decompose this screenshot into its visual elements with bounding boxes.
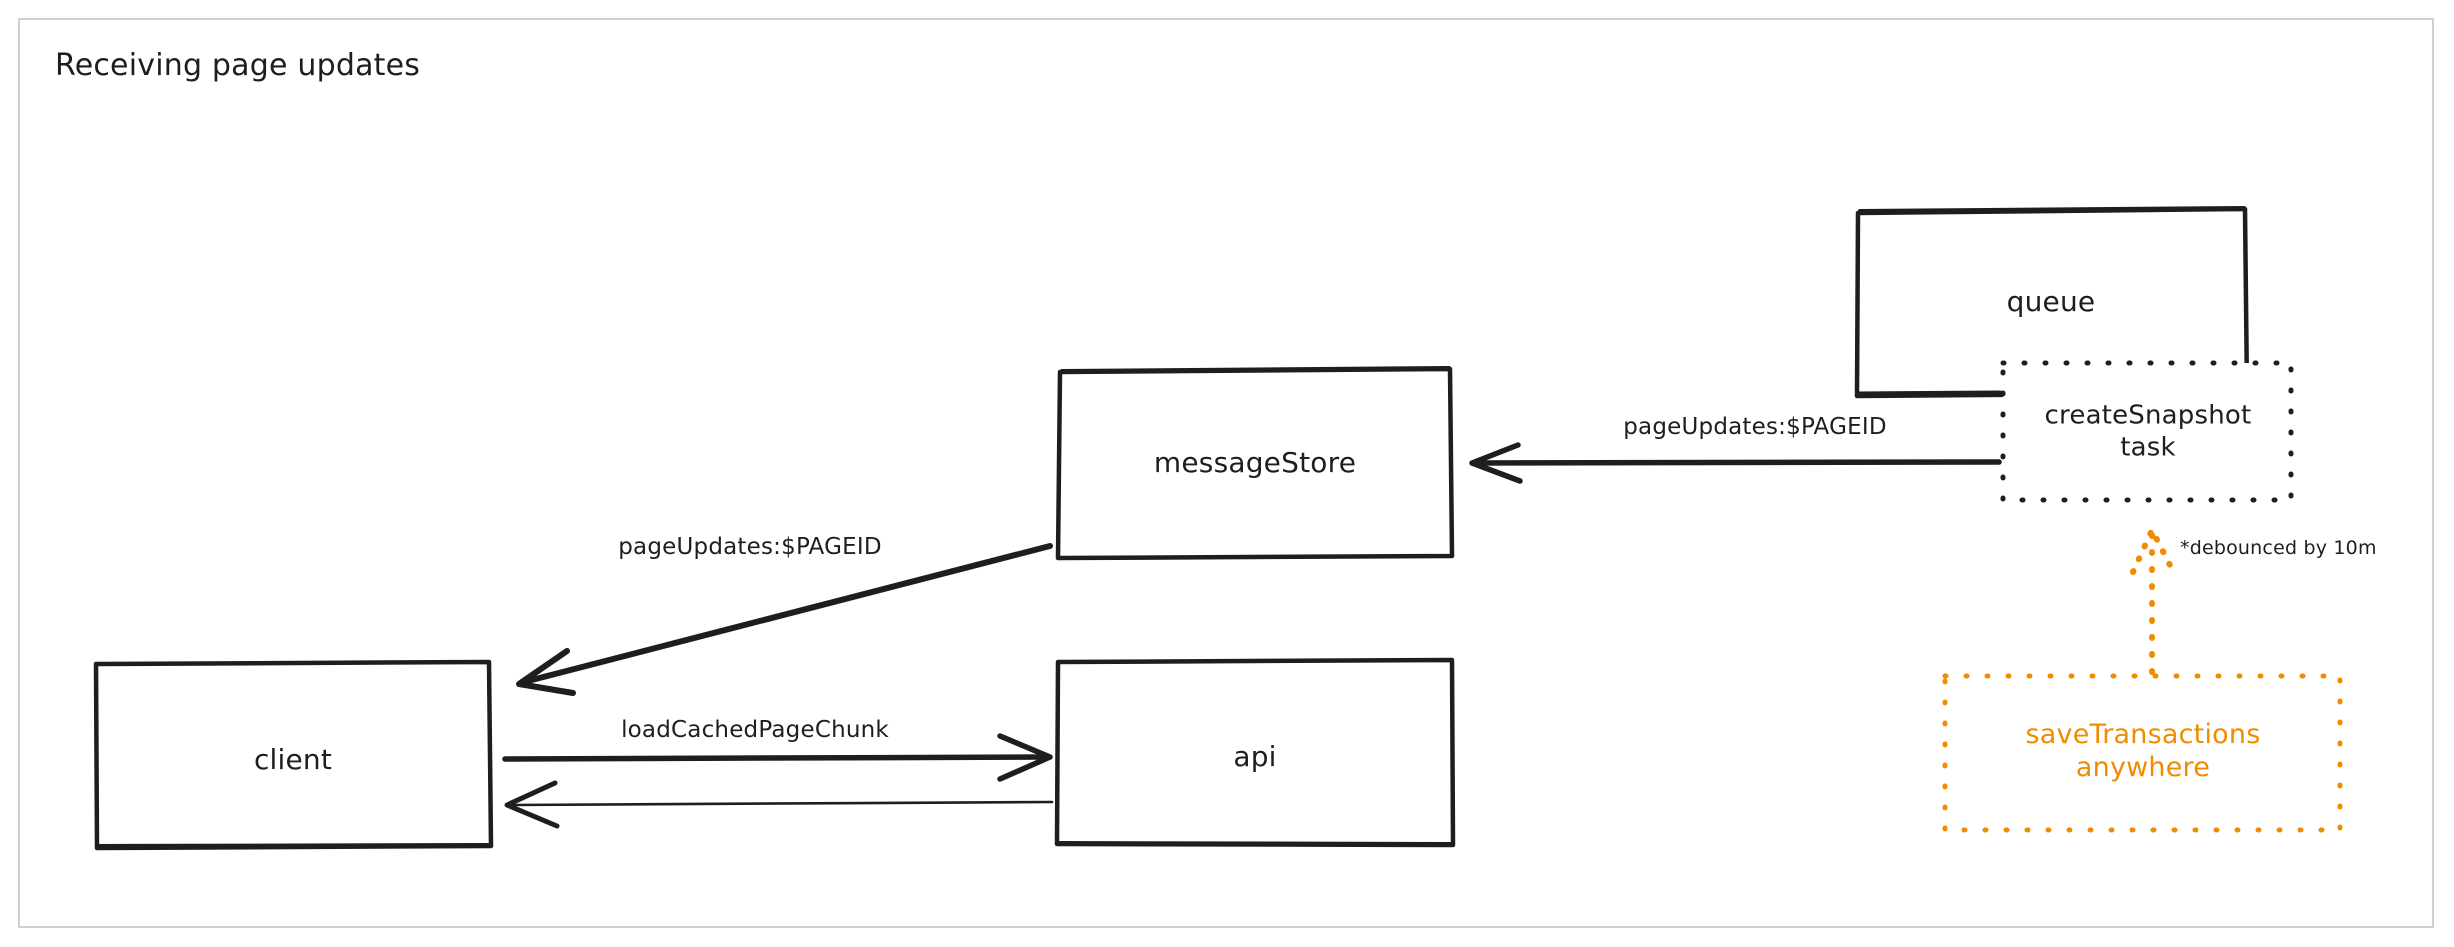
savetransactions-snapshot-arrowhead <box>2130 527 2176 575</box>
messagestore-box-top-stroke <box>1060 366 1451 373</box>
queue-box-top-stroke <box>1858 206 2246 213</box>
client-box-outline <box>93 659 494 851</box>
createsnapshot-box-outline <box>2000 360 2294 503</box>
edge-label-client-to-api: loadCachedPageChunk <box>621 717 889 743</box>
savetransactions-line-2: anywhere <box>2075 752 2211 783</box>
api-client-line <box>510 800 1054 807</box>
node-label-messagestore: messageStore <box>1153 445 1357 479</box>
node-label-api: api <box>1233 739 1277 773</box>
edge-client-to-api[interactable] <box>502 733 1053 782</box>
edge-label-snapshot-to-messagestore: pageUpdates:$PAGEID <box>1623 414 1887 440</box>
node-savetransactions[interactable] <box>1942 673 2343 833</box>
annotation-debounce-note: *debounced by 10m <box>2180 537 2377 559</box>
api-client-arrowhead <box>504 780 560 829</box>
savetransactions-line-1: saveTransactions <box>2025 719 2261 751</box>
edge-label-messagestore-to-client: pageUpdates:$PAGEID <box>618 534 882 560</box>
node-api[interactable] <box>1054 657 1456 848</box>
edge-api-to-client[interactable] <box>504 780 1054 829</box>
api-box-shadow-stroke <box>1058 841 1452 846</box>
createsnapshot-line-2: task <box>2120 432 2176 462</box>
page-title: Receiving page updates <box>55 48 421 83</box>
snapshot-messagestore-line <box>1473 459 2002 466</box>
edge-snapshot-to-messagestore[interactable] <box>1469 442 2002 484</box>
edge-messagestore-to-client[interactable] <box>516 543 1053 696</box>
createsnapshot-line-1: createSnapshot <box>2044 400 2252 431</box>
node-label-queue: queue <box>2006 284 2096 318</box>
messagestore-client-line <box>521 543 1053 685</box>
node-messagestore[interactable] <box>1055 366 1455 561</box>
api-box-outline <box>1054 657 1456 848</box>
node-label-client: client <box>253 742 333 776</box>
node-client[interactable] <box>93 659 494 851</box>
snapshot-messagestore-arrowhead <box>1469 442 1523 484</box>
edge-savetransactions-to-snapshot[interactable] <box>2130 527 2176 675</box>
queue-box-bottom-stroke <box>1856 390 2003 397</box>
client-api-line <box>502 754 1049 762</box>
messagestore-client-arrowhead <box>516 648 576 696</box>
savetransactions-box-outline <box>1942 673 2343 833</box>
node-createsnapshot[interactable] <box>2000 360 2294 503</box>
client-api-arrowhead <box>997 733 1053 782</box>
createsnapshot-box-fill <box>2003 363 2291 500</box>
client-box-shadow-stroke <box>96 843 490 848</box>
